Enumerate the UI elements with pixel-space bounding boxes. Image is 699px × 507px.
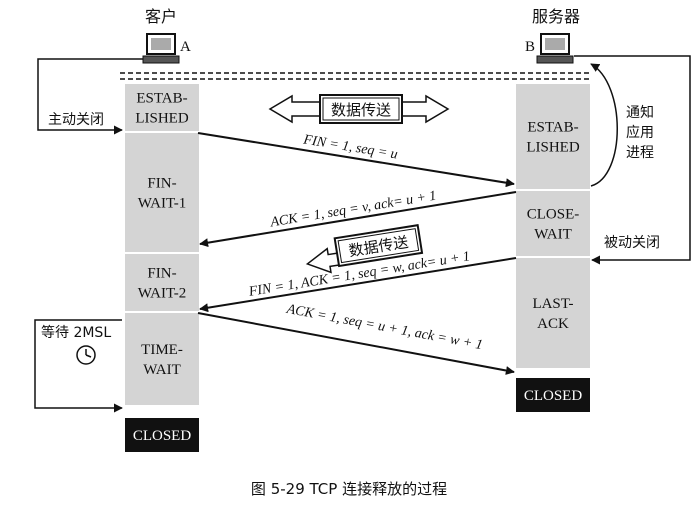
data-transfer-one-way: 数据传送: [305, 224, 424, 274]
server-state-closed-label: CLOSED: [524, 388, 583, 404]
client-state-estab-label: ESTAB-: [136, 91, 187, 107]
client-state-closed: [125, 418, 199, 452]
notify-app-line-2: 应用: [626, 124, 654, 141]
data-transfer-label: 数据传送: [331, 101, 391, 119]
server-letter: B: [525, 39, 535, 55]
server-state-last-ack-label: ACK: [537, 316, 569, 332]
passive-close-label: 被动关闭: [604, 235, 660, 251]
client-state-column: ESTAB-LISHEDFIN-WAIT-1FIN-WAIT-2TIME-WAI…: [125, 84, 199, 452]
client-state-fin-wait-2-label: WAIT-2: [138, 286, 187, 302]
server-state-column: ESTAB- LISHED CLOSE- WAIT LAST- ACK CLOSED: [516, 84, 590, 412]
client-state-time-wait: [125, 313, 199, 405]
client-state-fin-wait-1-label: FIN-: [147, 176, 176, 192]
client-state-estab: [125, 84, 199, 131]
server-state-last-ack: [516, 258, 590, 368]
wait-2msl: 等待 2MSL: [34, 319, 123, 413]
clock-icon: [76, 345, 96, 365]
client-state-closed-label: CLOSED: [133, 428, 192, 444]
active-close-label: 主动关闭: [48, 112, 104, 128]
message-ack-2-label: ACK = 1, seq = u + 1, ack = w + 1: [285, 302, 484, 354]
notify-app-line-3: 进程: [626, 145, 654, 161]
server-state-estab-label: LISHED: [526, 140, 579, 156]
client-state-estab-label: LISHED: [135, 111, 188, 127]
figure-caption: 图 5-29 TCP 连接释放的过程: [251, 480, 447, 498]
client-state-fin-wait-1-label: WAIT-1: [138, 196, 187, 212]
notify-app: 通知 应用 进程: [590, 63, 654, 187]
server-state-close-wait: [516, 191, 590, 256]
client-state-fin-wait-2: [125, 254, 199, 311]
client-state-fin-wait-2-label: FIN-: [147, 266, 176, 282]
data-transfer-both-ways: 数据传送: [268, 94, 450, 124]
client-computer-icon: [142, 33, 180, 64]
server-state-estab-label: ESTAB-: [527, 120, 578, 136]
server-state-close-wait-label: WAIT: [534, 227, 572, 243]
notify-app-line-1: 通知: [626, 104, 654, 121]
server-state-closed: [516, 378, 590, 412]
server-state-estab: [516, 84, 590, 189]
server-state-close-wait-label: CLOSE-: [527, 207, 580, 223]
client-state-time-wait-label: WAIT: [143, 362, 181, 378]
server-label: 服务器: [532, 7, 580, 26]
wait-2msl-label: 等待 2MSL: [41, 324, 111, 341]
message-fin-1: FIN = 1, seq = u: [197, 132, 515, 188]
client-letter: A: [180, 39, 191, 55]
client-state-fin-wait-1: [125, 133, 199, 252]
server-state-last-ack-label: LAST-: [532, 296, 573, 312]
client-state-time-wait-label: TIME-: [141, 342, 183, 358]
server-computer-icon: [536, 33, 574, 64]
message-ack-2: ACK = 1, seq = u + 1, ack = w + 1: [197, 302, 515, 375]
passive-close: 被动关闭: [574, 55, 691, 265]
client-label: 客户: [145, 7, 177, 26]
active-close: 主动关闭: [37, 58, 143, 135]
